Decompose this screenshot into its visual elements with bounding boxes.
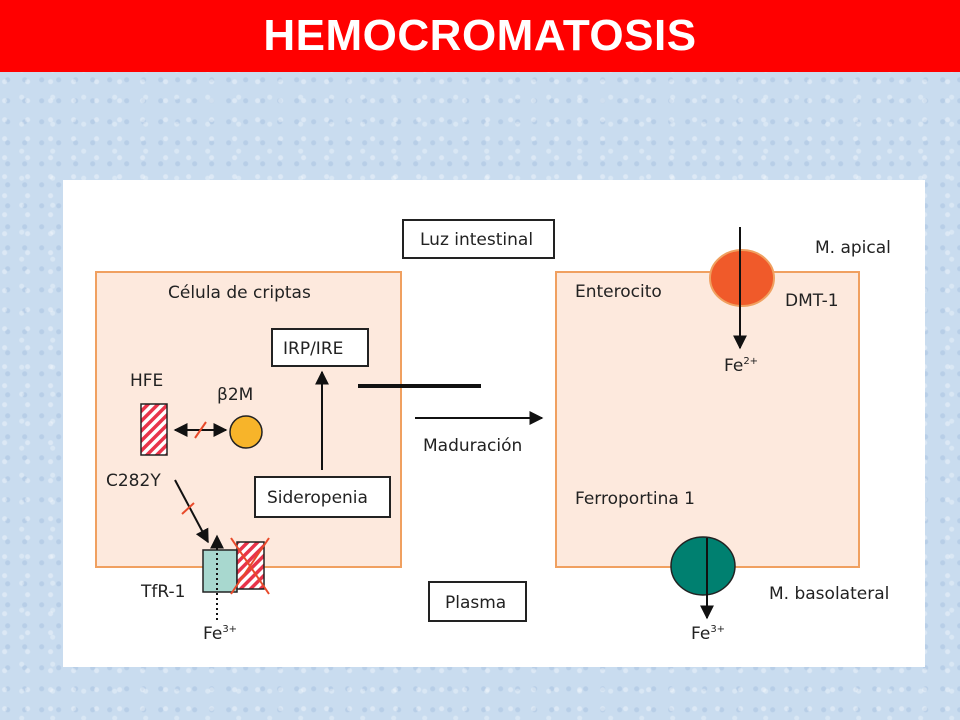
ferroportina-label: Ferroportina 1 xyxy=(575,489,695,509)
ferroportin-transporter xyxy=(670,536,736,596)
m-basolateral-label: M. basolateral xyxy=(769,584,889,604)
enterocyte-label: Enterocito xyxy=(575,282,662,302)
sideropenia-label: Sideropenia xyxy=(267,488,368,508)
tfr1-protein xyxy=(202,549,238,593)
maduracion-label: Maduración xyxy=(423,436,522,456)
hemochromatosis-diagram: Célula de criptas Enterocito Luz intesti… xyxy=(95,219,891,644)
hfe-label: HFE xyxy=(130,371,163,391)
c282y-to-tfr1-arrow xyxy=(174,479,209,544)
fe2-label: Fe2+ xyxy=(724,356,758,376)
dmt1-transporter xyxy=(709,249,775,307)
irp-ire-label: IRP/IRE xyxy=(283,339,343,359)
fe3-left-label: Fe3+ xyxy=(203,624,237,644)
enterocyte-cell xyxy=(555,271,860,568)
plasma-box xyxy=(428,581,527,622)
m-apical-label: M. apical xyxy=(815,238,891,258)
c282y-label: C282Y xyxy=(106,471,161,491)
hfe-b2m-block-mark xyxy=(194,421,207,439)
b2m-protein xyxy=(229,415,263,449)
diagram-panel: Célula de criptas Enterocito Luz intesti… xyxy=(63,180,925,667)
hfe-protein xyxy=(140,403,168,456)
crypt-cell-label: Célula de criptas xyxy=(168,283,311,303)
luz-intestinal-box xyxy=(402,219,555,259)
c282y-block-mark xyxy=(181,502,195,515)
tfr1-label: TfR-1 xyxy=(140,582,185,602)
page-title: HEMOCROMATOSIS xyxy=(0,0,960,72)
dmt1-label: DMT-1 xyxy=(785,291,839,311)
luz-intestinal-label: Luz intestinal xyxy=(420,230,533,250)
sideropenia-box xyxy=(254,476,391,518)
hfe-membrane-cross-2 xyxy=(230,537,270,595)
fe3-right-label: Fe3+ xyxy=(691,624,725,644)
plasma-label: Plasma xyxy=(445,593,506,613)
b2m-label: β2M xyxy=(217,385,253,405)
irp-ire-box xyxy=(271,328,369,367)
